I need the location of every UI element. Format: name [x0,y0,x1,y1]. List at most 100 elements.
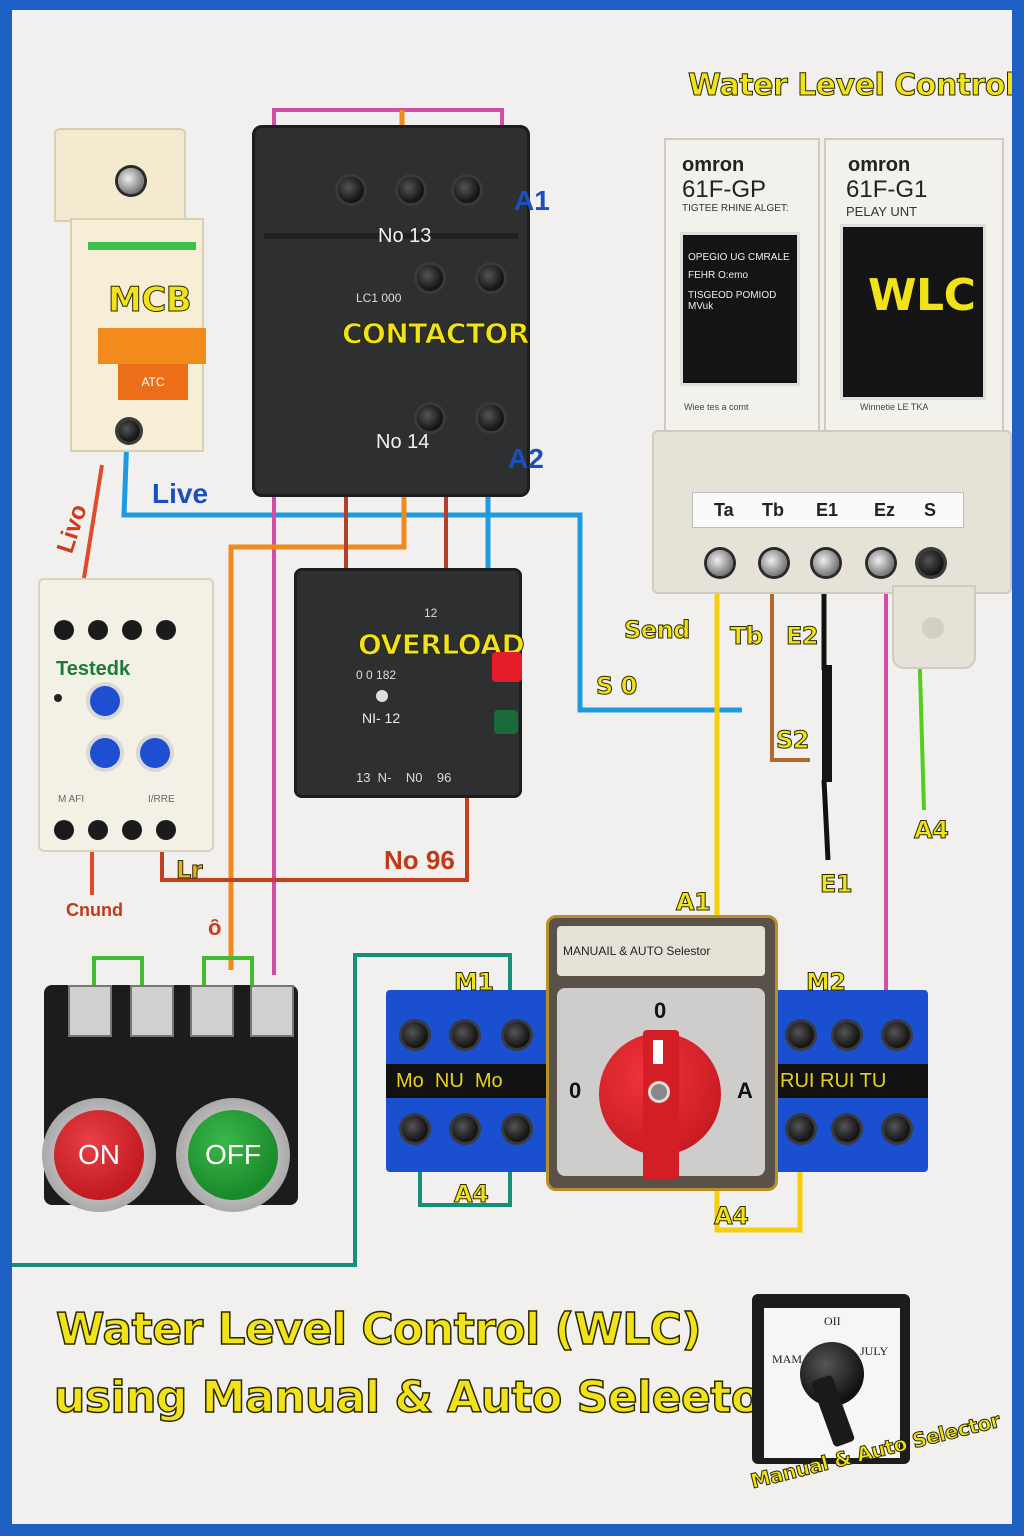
label-tb: Tb [730,622,764,651]
relay-screw-e1[interactable] [813,550,839,576]
wire-no96 [160,730,469,882]
wiring-layer [12,108,926,1267]
relay-left-sub: TIGTEE RHINE ALGET: [682,203,789,214]
footer-title-line2: using Manual & Auto Seleetor. [53,1371,793,1424]
wire-jumper-2 [202,956,254,985]
off-button[interactable]: OFF [188,1110,278,1200]
contactor-coil-a2: A2 [508,443,544,474]
timer-label-right: I/RRE [148,794,175,805]
label-a4-mid: A4 [713,1202,749,1231]
wire-yellow [714,570,803,1233]
contactor-bottom-label: No 14 [376,431,430,453]
wlc-relay-right: omron 61F-G1 PELAY UNT WLC Winnetie LE T… [824,138,1004,434]
selector-title: MANUAIL & AUTO Selestor [563,944,711,958]
selector-photo: OII MAM JULY [752,1294,910,1464]
relay-screw-tb[interactable] [761,550,787,576]
photo-pos-left: MAM [772,1352,803,1366]
label-live: Live [152,478,209,509]
overload-spec: 0 0 182 [356,668,397,682]
relay-mount-tab [892,585,976,669]
mcb-bottom-screw [118,420,140,442]
footer-title-line1: Water Level Control (WLC) [55,1303,702,1356]
terminal-block-right: RUI RUI TU [772,990,928,1172]
relay-left-footer: Wiee tes a comt [684,402,749,412]
diagram-title: Water Level Control [688,68,1012,104]
relay-screw-s[interactable] [918,550,944,576]
terminal-left-strip: Mo NU Mo [396,1070,503,1092]
label-lt: Lr [175,856,203,885]
on-button-label: ON [78,1139,120,1170]
timer-knob-3[interactable] [140,738,170,768]
relay-terminal-s: S [924,500,937,520]
photo-pos-top: OII [824,1314,841,1328]
mcb-switch-text: ATC [118,364,188,400]
relay-left-body3: TISGEOD POMIOD MVuk [688,290,777,312]
overload-nc-label: NI- 12 [362,710,401,726]
contactor-label: CONTACTOR [342,317,530,351]
mcb-label: MCB [107,280,192,321]
contactor: No 13 LC1 000 CONTACTOR No 14 [252,125,530,497]
relay-left-window [680,232,800,386]
timer-knob-1[interactable] [90,686,120,716]
terminal-right-label: M2 [806,968,847,997]
overload-reset-button[interactable] [492,652,522,682]
contactor-coil-a1: A1 [514,185,550,216]
wire-teal-main [12,953,512,1267]
label-a1-selector: A1 [675,888,711,917]
wire-brown [770,570,810,762]
off-button-label: OFF [205,1139,261,1170]
selector-pos-right: A [737,1078,753,1103]
wlc-relay-left: omron 61F-GP TIGTEE RHINE ALGET: OPEGIO … [664,138,820,434]
mcb-breaker: MCB ATC [54,128,206,458]
overload-no96-label: No 96 [384,845,455,875]
relay-right-model: 61F-G1 [846,176,928,203]
relay-screw-ta[interactable] [707,550,733,576]
contactor-model: LC1 000 [356,291,402,305]
label-e2: E2 [785,622,819,651]
relay-screw-ez[interactable] [868,550,894,576]
label-send: Send [624,616,691,645]
photo-pos-right: JULY [860,1344,889,1358]
relay-left-body1: OPEGIO UG CMRALE [688,252,790,263]
wire-live [121,434,742,713]
relay-terminal-e1: E1 [816,500,839,520]
relay-terminal-ta: Ta [714,500,734,520]
wlc-relay-base: Ta Tb E1 Ez S [652,430,1012,594]
wire-livo [82,464,104,579]
relay-right-footer: Winnetie LE TKA [860,402,929,412]
overload-bottom-terms: 13 N- N0 96 [356,770,452,785]
label-a4-left: A4 [453,1180,489,1209]
overload-test-button[interactable] [494,710,518,734]
timer-knob-2[interactable] [90,738,120,768]
label-small: ȏ [208,915,222,940]
relay-right-brand: omron [848,154,911,176]
relay-left-model: 61F-GP [682,176,767,203]
selector-pos-top: 0 [654,998,667,1023]
timer-label-left: M AFI [58,794,85,805]
label-so: S 0 [596,672,638,701]
wire-jumper-1 [92,956,144,985]
relay-left-brand: omron [682,154,745,176]
relay-terminal-tb: Tb [762,500,784,520]
timer-relay: Testedk M AFI I/RRE [38,578,214,852]
relay-right-window [840,224,986,400]
timer-brand: Testedk [56,658,131,680]
relay-right-wlc: WLC [868,270,976,321]
on-button[interactable]: ON [54,1110,144,1200]
label-ground: Cnund [66,900,123,920]
wire-black-probe [822,665,832,782]
terminal-left-label: M1 [454,968,495,997]
terminal-right-strip: RUI RUI TU [780,1070,887,1092]
label-a4-right: A4 [913,816,949,845]
relay-terminal-ez: Ez [874,500,896,520]
diagram-board: Water Level Control MCB ATC No 13 LC1 00… [12,10,1012,1524]
label-e1: E1 [819,870,853,899]
mcb-top-screw [118,168,144,194]
label-s2: S2 [776,726,810,755]
relay-left-body2: FEHR O:emo [688,270,749,281]
mcb-switch[interactable] [98,328,206,364]
selector-pos-left: 0 [569,1078,582,1103]
contactor-top-label: No 13 [378,225,432,247]
relay-right-sub: PELAY UNT [846,204,918,219]
overload-term-12: 12 [424,606,438,620]
